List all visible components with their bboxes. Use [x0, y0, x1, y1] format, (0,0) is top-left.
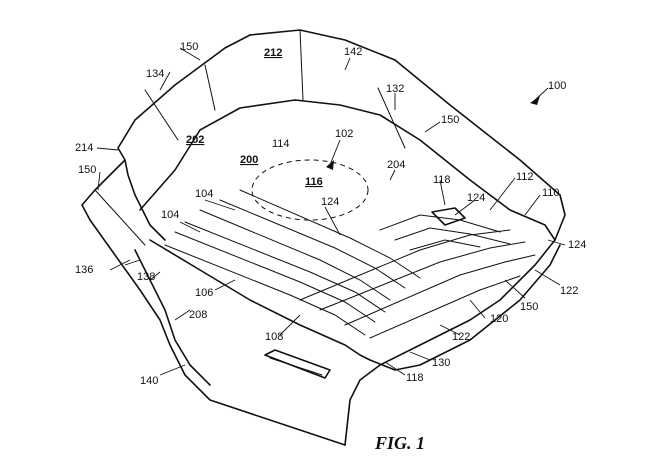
label-214: 214 — [75, 142, 93, 154]
label-200: 200 — [240, 154, 258, 166]
label-136: 136 — [75, 264, 93, 276]
label-110: 110 — [542, 187, 560, 199]
label-140: 140 — [140, 375, 158, 387]
reference-arrow — [530, 96, 540, 105]
label-134: 134 — [146, 68, 164, 80]
label-102: 102 — [335, 128, 353, 140]
label-120: 120 — [490, 313, 508, 325]
label-124: 124 — [321, 196, 339, 208]
label-150: 150 — [78, 164, 96, 176]
label-104: 104 — [195, 188, 213, 200]
label-150: 150 — [441, 114, 459, 126]
label-208: 208 — [189, 309, 207, 321]
label-108: 108 — [265, 331, 283, 343]
label-116: 116 — [305, 176, 323, 188]
label-150: 150 — [180, 41, 198, 53]
mat-outline — [81, 29, 566, 446]
label-104: 104 — [161, 209, 179, 221]
label-130: 130 — [432, 357, 450, 369]
channel-ribs — [164, 189, 536, 339]
reference-arrow — [326, 160, 334, 170]
label-132: 132 — [386, 83, 404, 95]
label-124: 124 — [568, 239, 586, 251]
reference-labels: 100 102 104 104 106 108 110 112 114 116 … — [75, 41, 586, 387]
label-106: 106 — [195, 287, 213, 299]
label-202: 202 — [186, 134, 204, 146]
label-142: 142 — [344, 46, 362, 58]
label-122: 122 — [452, 331, 470, 343]
label-212: 212 — [264, 47, 282, 59]
label-112: 112 — [516, 171, 534, 183]
label-100: 100 — [548, 80, 566, 92]
label-114: 114 — [272, 138, 290, 150]
leader-lines — [96, 47, 566, 376]
label-118: 118 — [406, 372, 424, 384]
label-118: 118 — [433, 174, 451, 186]
label-138: 138 — [137, 271, 155, 283]
figure-caption: FIG. 1 — [374, 433, 425, 453]
label-124: 124 — [467, 192, 485, 204]
label-150: 150 — [520, 301, 538, 313]
label-122: 122 — [560, 285, 578, 297]
label-204: 204 — [387, 159, 405, 171]
